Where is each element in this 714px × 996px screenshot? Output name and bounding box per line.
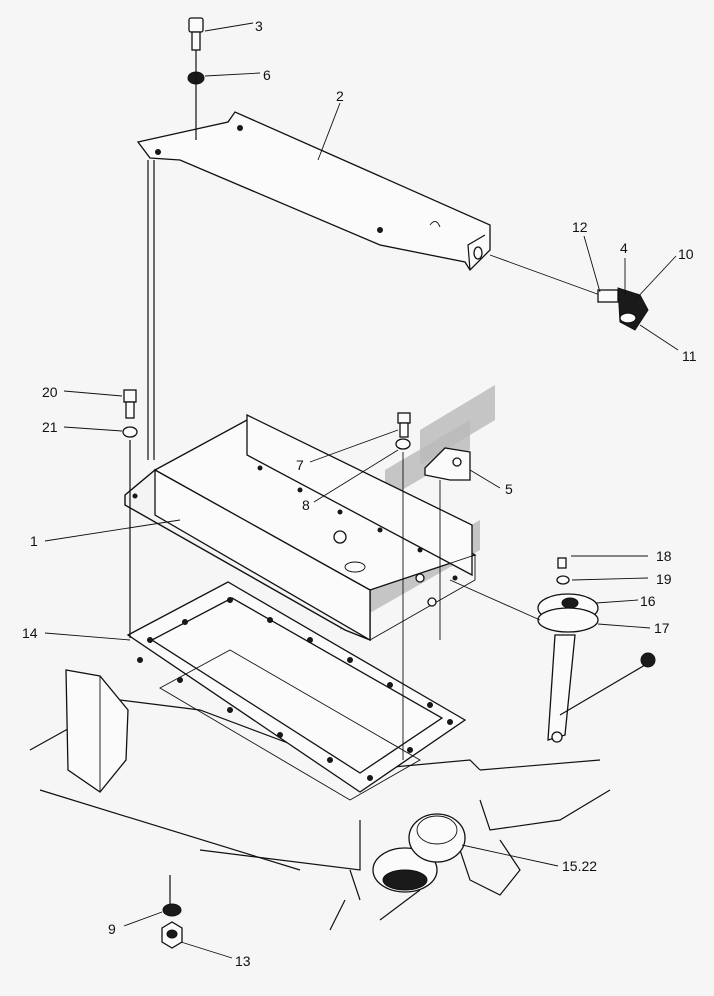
part-label-20: 20 <box>42 384 58 400</box>
part-labels: 3 6 2 12 4 10 11 20 21 7 5 8 1 18 19 16 … <box>22 18 697 969</box>
machine-base <box>29 699 611 931</box>
part-label-5: 5 <box>505 481 513 497</box>
part-label-19: 19 <box>656 571 672 587</box>
side-plate <box>65 669 129 793</box>
small-bracket <box>424 447 471 481</box>
part-label-3: 3 <box>255 18 263 34</box>
part-label-1: 1 <box>30 533 38 549</box>
part-label-14: 14 <box>22 625 38 641</box>
part-label-7: 7 <box>296 457 304 473</box>
part-label-12: 12 <box>572 219 588 235</box>
fitting-assembly <box>489 254 649 331</box>
lever-assembly <box>449 557 656 743</box>
part-label-10: 10 <box>678 246 694 262</box>
part-label-8: 8 <box>302 497 310 513</box>
leader-lines <box>44 22 679 959</box>
part-label-11: 11 <box>682 348 697 364</box>
fasteners <box>122 17 441 949</box>
cover-bracket <box>136 111 491 460</box>
part-label-13: 13 <box>235 953 251 969</box>
part-label-9: 9 <box>108 921 116 937</box>
tray <box>124 413 477 642</box>
gasket <box>126 581 467 801</box>
part-label-2: 2 <box>336 88 344 104</box>
part-label-21: 21 <box>42 419 58 435</box>
part-label-16: 16 <box>640 593 656 609</box>
knob <box>408 813 466 863</box>
part-label-17: 17 <box>654 620 670 636</box>
part-label-6: 6 <box>263 67 271 83</box>
part-label-18: 18 <box>656 548 672 564</box>
part-label-15-22: 15.22 <box>562 858 597 874</box>
part-label-4: 4 <box>620 240 628 256</box>
